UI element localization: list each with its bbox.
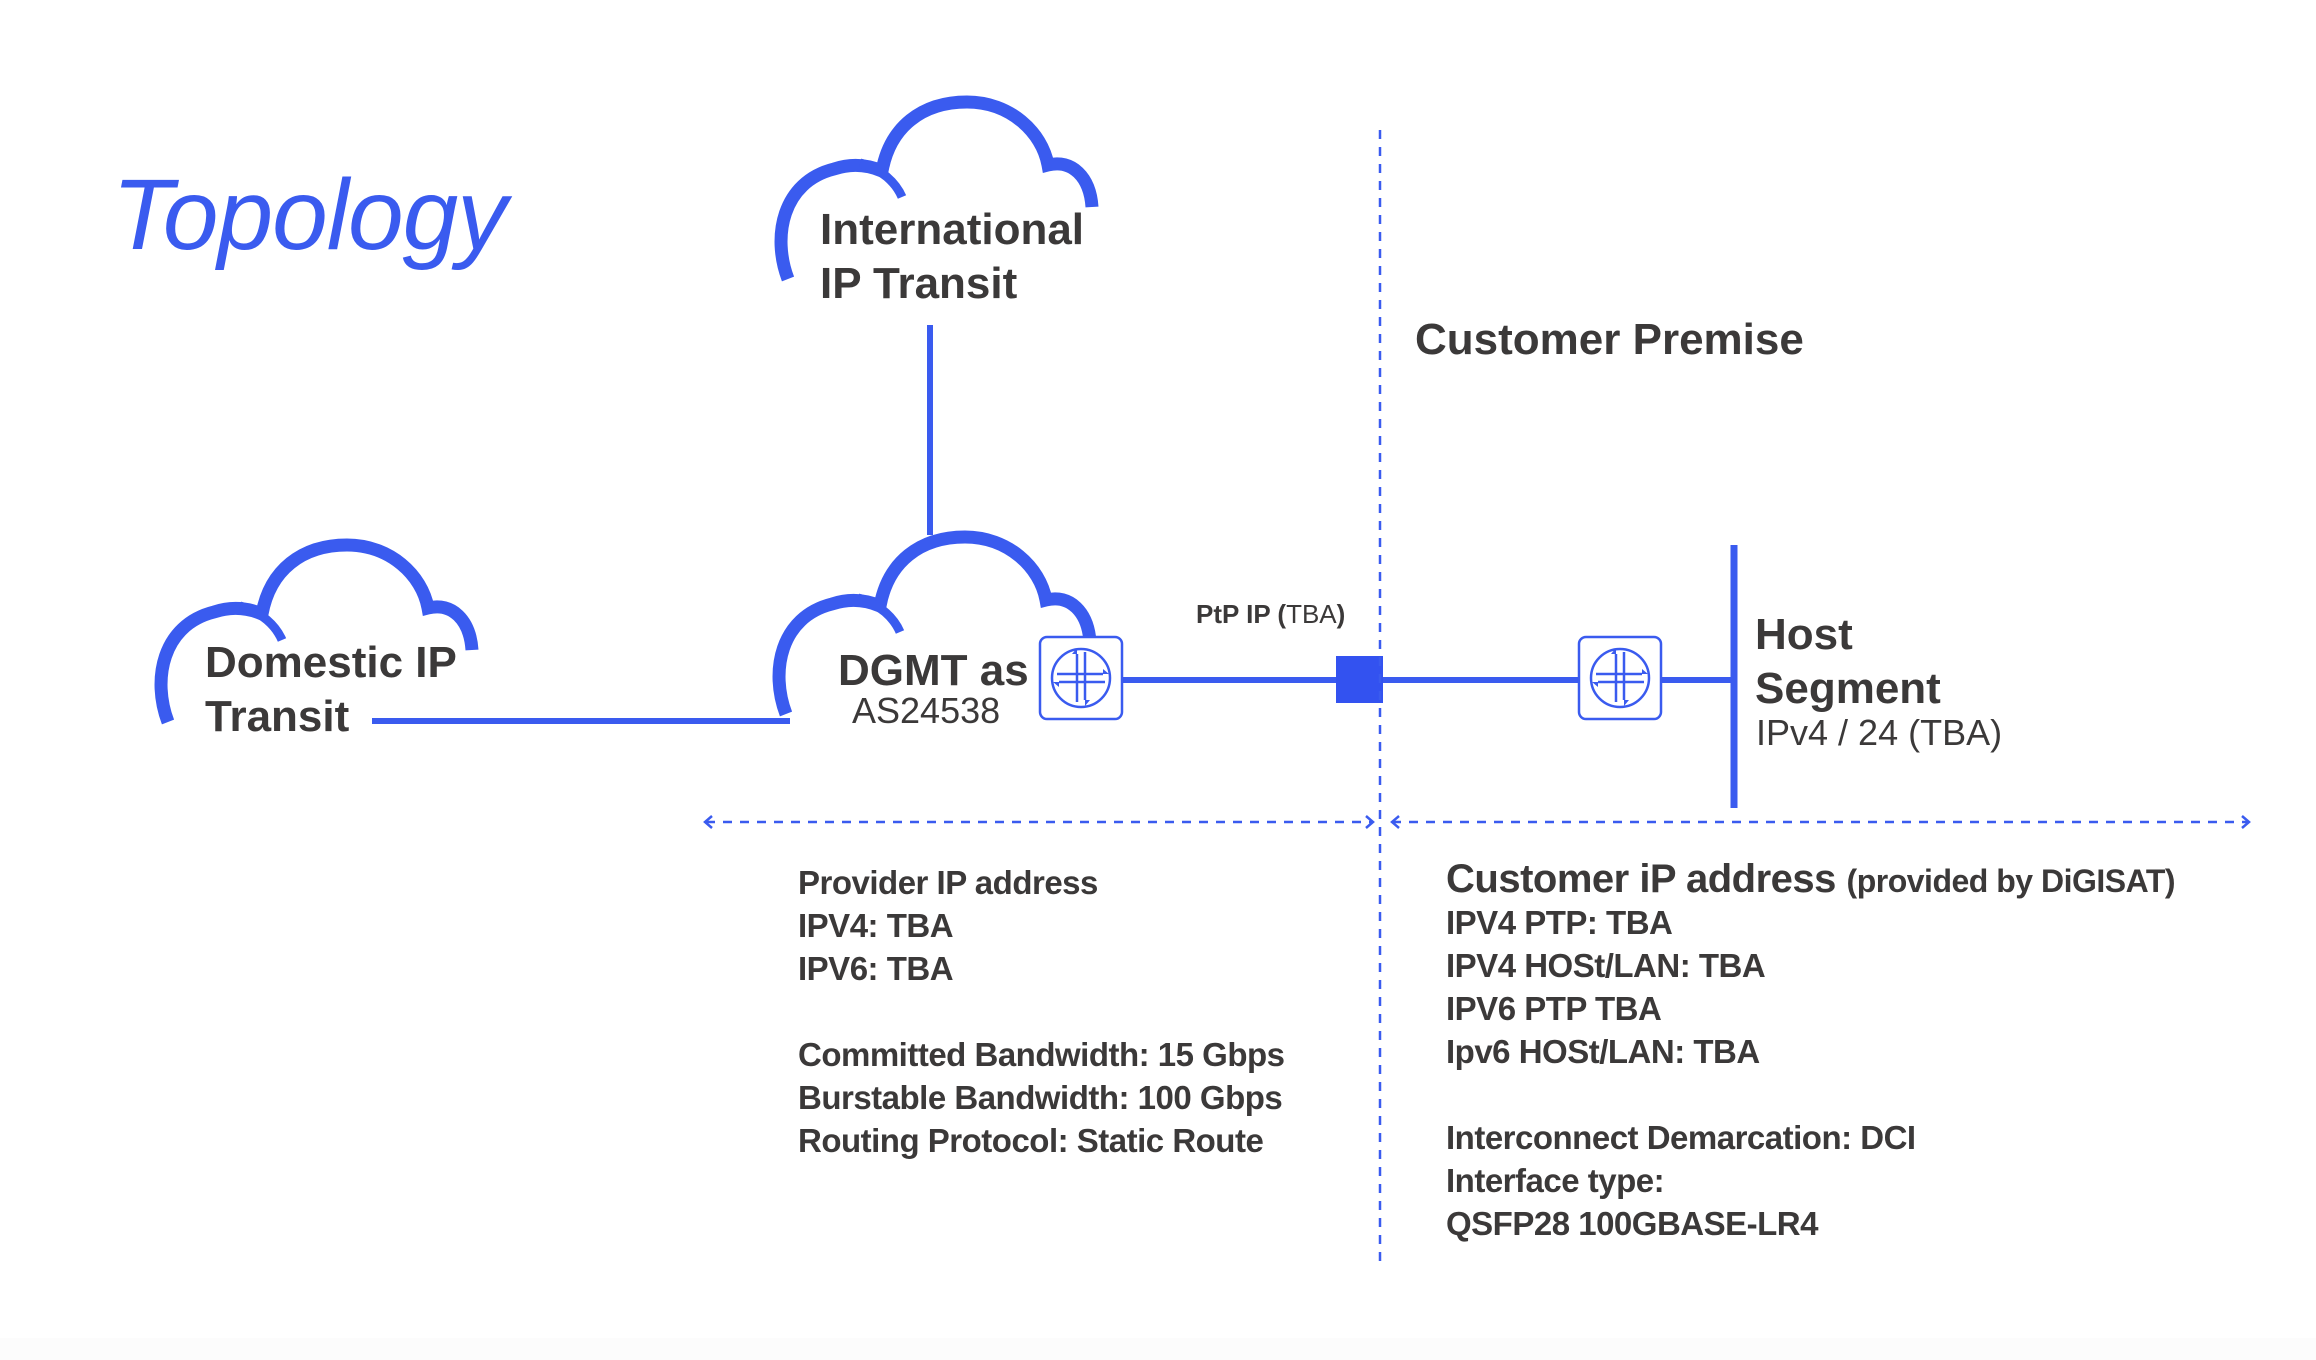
host-segment-label: Host Segment	[1755, 608, 1941, 716]
customer-info-block: Customer iP address (provided by DiGISAT…	[1446, 857, 2176, 1245]
customer-info-heading: Customer iP address (provided by DiGISAT…	[1446, 857, 2176, 901]
customer-router-icon	[1577, 635, 1663, 721]
customer-info-row: Interface type:	[1446, 1162, 1665, 1199]
host-segment-subnet: IPv4 / 24 (TBA)	[1756, 712, 2003, 753]
customer-info-row: Interconnect Demarcation: DCI	[1446, 1119, 1916, 1156]
international-label-line1: International	[820, 205, 1085, 254]
ptp-ip-label: PtP IP (TBA)	[1196, 599, 1345, 630]
domestic-label-line2: Transit	[205, 692, 350, 741]
customer-info-row: IPV4 PTP: TBA	[1446, 904, 1673, 941]
provider-range-arrow	[703, 815, 1375, 829]
customer-info-row: Ipv6 HOSt/LAN: TBA	[1446, 1033, 1760, 1070]
customer-premise-label: Customer Premise	[1415, 315, 1804, 364]
customer-range-arrow	[1390, 815, 2251, 829]
ptp-demarcation-square	[1336, 656, 1383, 703]
customer-heading-text: Customer iP address	[1446, 857, 1836, 901]
bottom-band	[0, 1338, 2316, 1360]
customer-info-row: IPV6 PTP TBA	[1446, 990, 1662, 1027]
provider-info-row: IPV4: TBA	[798, 907, 954, 944]
international-transit-label: International IP Transit	[820, 203, 1084, 311]
domestic-label-line1: Domestic IP	[205, 638, 457, 687]
ptp-label-bold: PtP IP (	[1196, 599, 1287, 629]
provider-info-row: Provider IP address	[798, 864, 1098, 901]
host-segment-line2: Segment	[1755, 664, 1941, 713]
international-label-line2: IP Transit	[820, 259, 1018, 308]
dgmt-name-label: DGMT as	[838, 646, 1029, 695]
page-title: Topology	[112, 159, 507, 271]
ptp-label-close: )	[1336, 599, 1346, 629]
dgmt-asn-label: AS24538	[852, 690, 1001, 731]
customer-info-row: IPV4 HOSt/LAN: TBA	[1446, 947, 1766, 984]
provider-info-row: Burstable Bandwidth: 100 Gbps	[798, 1079, 1283, 1116]
provider-info-spacer	[798, 990, 1285, 1033]
domestic-transit-label: Domestic IP Transit	[205, 636, 457, 744]
provider-router-icon	[1038, 635, 1124, 721]
customer-info-spacer	[1446, 1073, 2175, 1116]
provider-info-row: Committed Bandwidth: 15 Gbps	[798, 1036, 1285, 1073]
host-segment-line1: Host	[1755, 610, 1853, 659]
provider-info-row: IPV6: TBA	[798, 950, 954, 987]
customer-info-row: QSFP28 100GBASE-LR4	[1446, 1205, 1818, 1242]
ptp-label-value: TBA	[1286, 599, 1337, 629]
provider-info-block: Provider IP address IPV4: TBA IPV6: TBA …	[798, 861, 1285, 1162]
customer-heading-note: (provided by DiGISAT)	[1846, 863, 2176, 899]
provider-info-row: Routing Protocol: Static Route	[798, 1122, 1264, 1159]
